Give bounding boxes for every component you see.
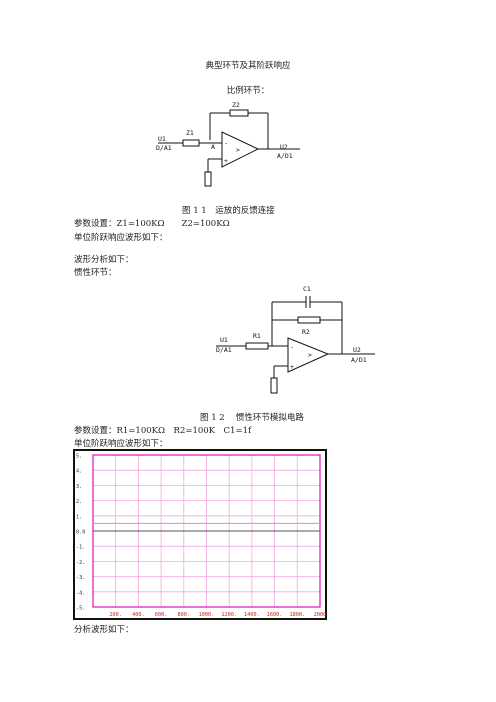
resistor-r2 xyxy=(297,316,321,324)
y-tick-label: -3. xyxy=(76,575,85,581)
x-tick-label: 1000. xyxy=(199,612,215,618)
y-tick-label: 4. xyxy=(76,469,82,475)
opamp-2 xyxy=(287,337,330,373)
y-tick-label: 1. xyxy=(76,514,82,520)
section-inertial: 惯性环节： xyxy=(74,268,117,278)
label-u1-2: U1 xyxy=(220,336,228,344)
label-r1: R1 xyxy=(253,332,261,340)
x-tick-label: 200. xyxy=(109,612,122,618)
params-2: 参数设置：R1=100KΩ R2=100K C1=1f xyxy=(74,426,252,436)
resistor-z2 xyxy=(229,109,249,117)
label-da1: D/A1 xyxy=(156,144,172,152)
x-tick-label: 1600. xyxy=(267,612,283,618)
y-tick-label: -5. xyxy=(76,606,85,612)
label-u2-2: U2 xyxy=(353,346,361,354)
opamp-1 xyxy=(221,131,260,168)
label-r2: R2 xyxy=(302,328,310,336)
step-response-chart: 5. 4. 3. 2. 1. 0.0 -1. -2. -3. -4. -5. 200. 400. 600.… xyxy=(73,449,327,620)
x-tick-label: 800. xyxy=(178,612,191,618)
x-tick-label: 2000 xyxy=(314,612,327,618)
opamp-symbol: > xyxy=(236,146,240,154)
analysis-2: 分析波形如下： xyxy=(74,625,134,635)
y-tick-label: 0.0 xyxy=(76,530,85,536)
resistor-ground-2 xyxy=(270,377,278,394)
circuit-proportional: Z2 Z1 A U1 D/A1 > - + U2 A/D1 xyxy=(156,101,300,187)
resistor-r1 xyxy=(245,342,269,350)
step-response-2: 单位阶跃响应波形如下： xyxy=(74,439,168,449)
label-ad1: A/D1 xyxy=(277,152,293,160)
minus-sign-2: - xyxy=(290,343,294,351)
label-u2: U2 xyxy=(280,143,288,151)
minus-sign: - xyxy=(224,139,228,147)
y-tick-label: 3. xyxy=(76,484,82,490)
section-proportional: 比例环节： xyxy=(226,86,270,96)
y-tick-label: -4. xyxy=(76,590,85,596)
label-a: A xyxy=(211,143,215,151)
label-da1-2: D/A1 xyxy=(216,346,232,354)
x-tick-label: 400. xyxy=(132,612,145,618)
figure-caption-2: 图 1 2 惯性环节模拟电路 xyxy=(200,413,304,423)
opamp-symbol-2: > xyxy=(308,351,312,359)
figure-caption-1: 图 1 1 运放的反馈连接 xyxy=(182,206,275,216)
label-u1: U1 xyxy=(158,135,166,143)
x-tick-label: 1800. xyxy=(289,612,305,618)
x-tick-label: 1200. xyxy=(221,612,237,618)
y-tick-label: 2. xyxy=(76,499,82,505)
x-tick-label: 1400. xyxy=(244,612,260,618)
y-tick-label: -2. xyxy=(76,560,85,566)
resistor-ground-1 xyxy=(204,171,212,187)
chart-plot-bg xyxy=(75,451,325,618)
x-tick-label: 600. xyxy=(155,612,168,618)
step-response-1: 单位阶跃响应波形如下： xyxy=(74,233,168,243)
y-tick-label: -1. xyxy=(76,545,85,551)
plus-sign: + xyxy=(224,157,228,165)
params-1: 参数设置：Z1=100KΩ Z2=100KΩ xyxy=(74,219,230,229)
label-ad1-2: A/D1 xyxy=(351,356,367,364)
label-z1: Z1 xyxy=(186,129,194,137)
label-c1: C1 xyxy=(303,285,311,293)
label-z2: Z2 xyxy=(232,101,240,109)
analysis-1: 波形分析如下： xyxy=(74,255,134,265)
page-title: 典型环节及其阶跃响应 xyxy=(205,61,291,71)
resistor-z1 xyxy=(182,139,200,147)
plus-sign-2: + xyxy=(290,363,294,371)
circuit-inertial: C1 R1 R2 U1 D/A1 > - + U2 A/D1 xyxy=(216,285,375,394)
y-tick-label: 5. xyxy=(76,454,82,460)
